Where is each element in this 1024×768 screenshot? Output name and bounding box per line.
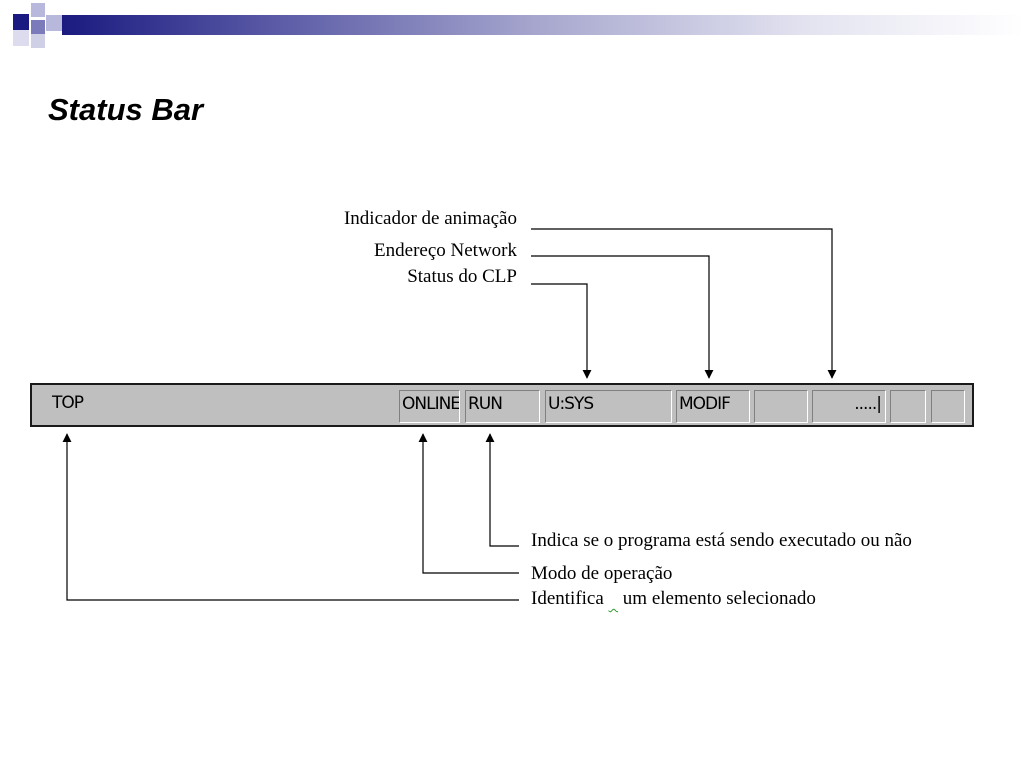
- spellcheck-squiggle: [609, 588, 619, 609]
- connector-operation-mode: [418, 433, 519, 574]
- connector-network-address: [531, 255, 714, 379]
- connector-plc-status: [531, 283, 592, 379]
- status-cell-empty: [931, 390, 965, 423]
- status-cell-run: RUN: [465, 390, 540, 423]
- slide-title: Status Bar: [48, 92, 204, 127]
- status-cell-usys: U:SYS: [545, 390, 672, 423]
- label-animation-indicator: Indicador de animação: [343, 208, 517, 229]
- status-cell-empty: [890, 390, 926, 423]
- status-cell-modif: MODIF: [676, 390, 750, 423]
- label-network-address: Endereço Network: [374, 240, 517, 261]
- deco-square: [31, 34, 45, 48]
- status-cell-top: TOP: [52, 393, 84, 413]
- label-run-indicator: Indica se o programa está sendo executad…: [531, 530, 912, 551]
- deco-square: [31, 20, 45, 34]
- label-selected-element-part-b: um elemento selecionado: [618, 588, 816, 609]
- label-plc-status: Status do CLP: [407, 266, 517, 287]
- connector-animation-indicator: [531, 228, 837, 379]
- status-cell-online: ONLINE: [399, 390, 460, 423]
- connector-run-indicator: [485, 433, 519, 547]
- label-selected-element: Identifica um elemento selecionado: [531, 588, 816, 610]
- status-cell-empty: [754, 390, 808, 423]
- deco-square: [13, 14, 29, 30]
- deco-square: [13, 30, 29, 46]
- deco-square: [46, 15, 62, 31]
- label-selected-element-part-a: Identifica: [531, 588, 609, 609]
- deco-square: [31, 3, 45, 17]
- connector-selected-element: [62, 433, 519, 601]
- status-cell-animation: .....|: [812, 390, 886, 423]
- header-gradient-bar: [62, 15, 1024, 35]
- header-decoration: [0, 0, 1024, 60]
- label-operation-mode: Modo de operação: [531, 563, 673, 584]
- status-bar: TOP ONLINE RUN U:SYS MODIF .....|: [30, 383, 974, 427]
